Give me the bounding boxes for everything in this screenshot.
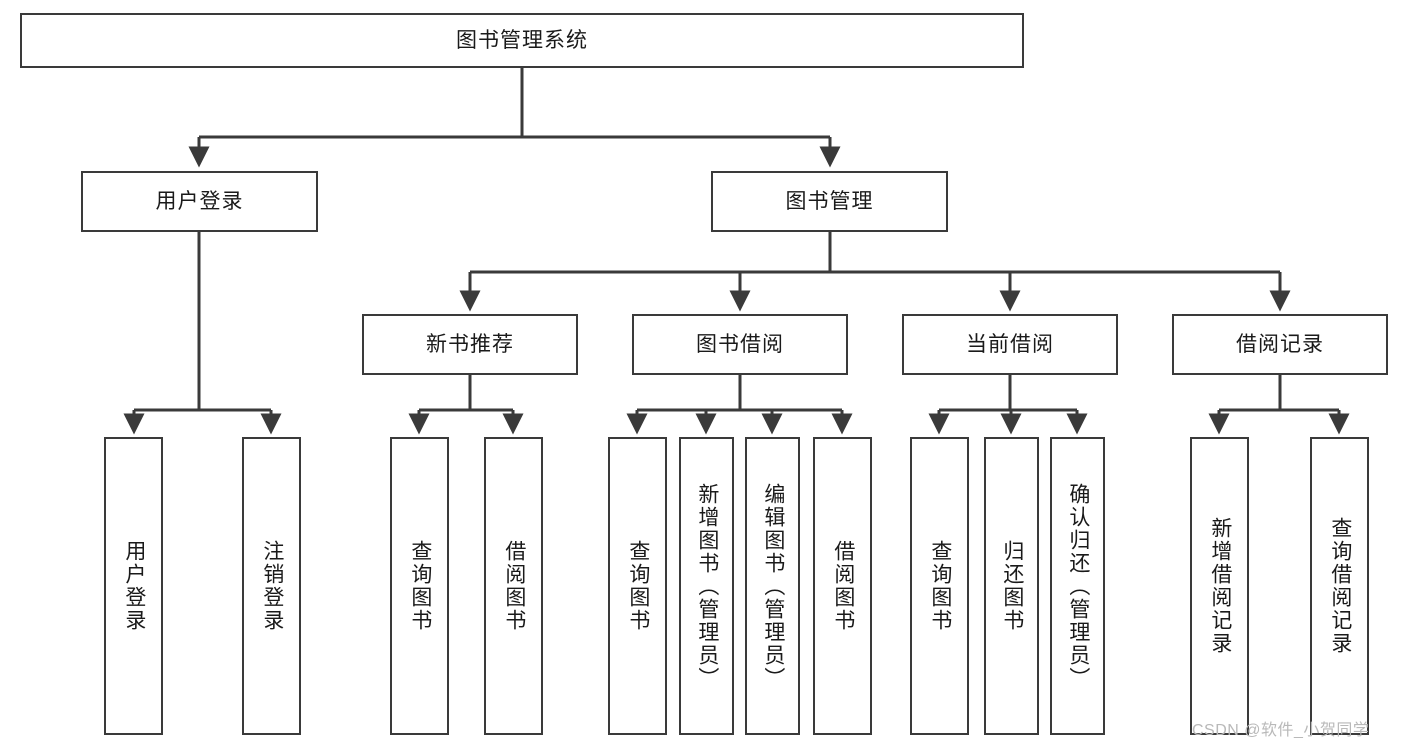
node-book-borrow[interactable]: 图书借阅 [632,314,848,375]
leaf-user-logout[interactable]: 注销登录 [242,437,301,735]
node-user-login[interactable]: 用户登录 [81,171,318,232]
node-root[interactable]: 图书管理系统 [20,13,1024,68]
node-user-login-label: 用户登录 [155,190,244,213]
leaf-query-book-borrow[interactable]: 查询图书 [608,437,667,735]
node-book-management[interactable]: 图书管理 [711,171,948,232]
leaf-borrow-book[interactable]: 借阅图书 [813,437,872,735]
leaf-user-logout-label: 注销登录 [260,540,284,632]
csdn-watermark: CSDN @软件_小贺同学 [1192,722,1370,739]
node-root-label: 图书管理系统 [456,29,588,52]
leaf-query-book-current[interactable]: 查询图书 [910,437,969,735]
leaf-query-borrow-record-label: 查询借阅记录 [1328,517,1352,655]
node-current-borrow-label: 当前借阅 [966,333,1054,356]
leaf-add-book-admin[interactable]: 新增图书（管理员） [679,437,734,735]
leaf-add-borrow-record[interactable]: 新增借阅记录 [1190,437,1249,735]
node-book-borrow-label: 图书借阅 [696,333,784,356]
leaf-borrow-book-label: 借阅图书 [831,540,855,632]
node-current-borrow[interactable]: 当前借阅 [902,314,1118,375]
leaf-user-login-label: 用户登录 [122,540,146,632]
node-new-book-recommend[interactable]: 新书推荐 [362,314,578,375]
leaf-user-login[interactable]: 用户登录 [104,437,163,735]
leaf-confirm-return-admin[interactable]: 确认归还（管理员） [1050,437,1105,735]
node-borrow-record[interactable]: 借阅记录 [1172,314,1388,375]
node-borrow-record-label: 借阅记录 [1236,333,1324,356]
leaf-query-book-recommend-label: 查询图书 [408,540,432,632]
node-book-management-label: 图书管理 [785,190,874,213]
leaf-query-book-recommend[interactable]: 查询图书 [390,437,449,735]
leaf-edit-book-admin-label: 编辑图书（管理员） [761,482,785,690]
leaf-edit-book-admin[interactable]: 编辑图书（管理员） [745,437,800,735]
leaf-return-book[interactable]: 归还图书 [984,437,1039,735]
node-new-book-recommend-label: 新书推荐 [426,333,514,356]
leaf-borrow-book-recommend-label: 借阅图书 [502,540,526,632]
leaf-add-book-admin-label: 新增图书（管理员） [695,482,719,690]
leaf-borrow-book-recommend[interactable]: 借阅图书 [484,437,543,735]
leaf-query-borrow-record[interactable]: 查询借阅记录 [1310,437,1369,735]
leaf-confirm-return-admin-label: 确认归还（管理员） [1066,482,1090,690]
leaf-add-borrow-record-label: 新增借阅记录 [1208,517,1232,655]
leaf-query-book-borrow-label: 查询图书 [626,540,650,632]
leaf-return-book-label: 归还图书 [1000,540,1024,632]
leaf-query-book-current-label: 查询图书 [928,540,952,632]
